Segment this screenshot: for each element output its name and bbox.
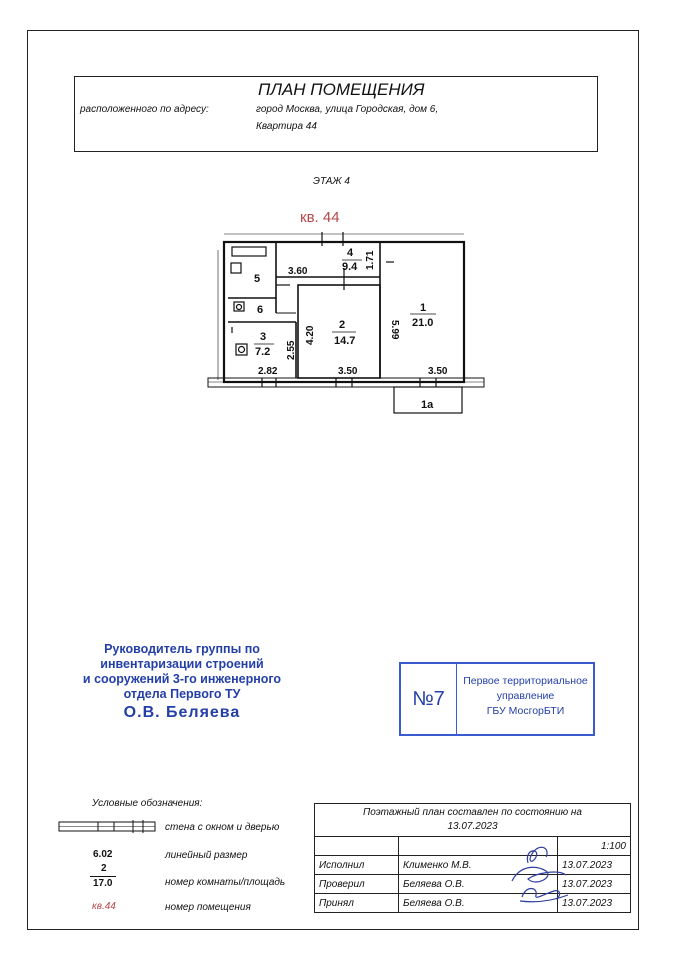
row-role: Принял [314, 893, 399, 913]
room-2-walls [297, 284, 381, 379]
room-1-area: 21.0 [412, 317, 433, 329]
page-frame [27, 30, 639, 930]
legend-room-divider [90, 876, 116, 877]
table-row: Принял Беляева О.В. 13.07.2023 [314, 893, 631, 913]
table-header-date: 13.07.2023 [447, 821, 498, 832]
room-4-area: 9.4 [342, 261, 358, 273]
signatory-line3: и сооружений 3-го инженерного [82, 672, 282, 686]
room-1-number: 1 [420, 302, 426, 314]
signatory-line1: Руководитель группы по [104, 642, 260, 656]
legend-apt-value: кв.44 [92, 901, 116, 912]
room-2-number: 2 [339, 319, 345, 331]
balcony-1a [393, 386, 463, 414]
table-header-text: Поэтажный план составлен по состоянию на [363, 807, 582, 818]
stamp-line2: управление [496, 690, 555, 702]
bti-stamp: №7 Первое территориальное управление ГБУ… [399, 662, 595, 736]
legend-wall-text: стена с окном и дверью [165, 822, 280, 833]
floor-label: ЭТАЖ 4 [313, 176, 350, 187]
room-3-number: 3 [260, 331, 266, 343]
dim-2-55: 2.55 [286, 340, 297, 360]
dim-2-82: 2.82 [258, 366, 278, 377]
room-6-number: 6 [257, 304, 263, 316]
table-row: Проверил Беляева О.В. 13.07.2023 [314, 874, 631, 894]
row-date: 13.07.2023 [557, 893, 631, 913]
table-header: Поэтажный план составлен по состоянию на… [314, 803, 631, 837]
room-3-area: 7.2 [255, 346, 270, 358]
room-4-number: 4 [347, 247, 354, 259]
stamp-number: №7 [401, 664, 457, 734]
legend-dim-value: 6.02 [93, 849, 113, 860]
signatory-line2: инвентаризации строений [100, 657, 264, 671]
stamp-text: Первое территориальное управление ГБУ Мо… [458, 674, 593, 719]
legend-room-text: номер комнаты/площадь [165, 877, 286, 888]
bathtub-icon [231, 246, 267, 257]
toilet-icon [233, 301, 245, 312]
stamp-line3: ГБУ МосгорБТИ [486, 705, 565, 717]
stove-icon [235, 343, 248, 356]
signatory-line4: отдела Первого ТУ [123, 687, 241, 701]
row-name: Беляева О.В. [398, 893, 558, 913]
dim-5-99: 5.99 [389, 320, 400, 340]
sink-icon [230, 262, 242, 274]
legend-apt-text: номер помещения [165, 902, 251, 913]
dim-3-50-a: 3.50 [338, 366, 358, 377]
plan-title: ПЛАН ПОМЕЩЕНИЯ [258, 80, 425, 99]
dim-3-60: 3.60 [288, 266, 308, 277]
row-role: Исполнил [314, 855, 399, 875]
legend-room-num: 2 [101, 863, 107, 874]
legend-room-area: 17.0 [93, 878, 113, 889]
stamp-line1: Первое территориальное [463, 675, 588, 687]
legend-dim-text: линейный размер [165, 850, 248, 861]
address-label: расположенного по адресу: [80, 104, 209, 115]
handwritten-signatures [511, 846, 569, 903]
signatory-name: О.В. Беляева [123, 704, 241, 721]
dim-1-71: 1.71 [365, 250, 376, 270]
legend-title: Условные обозначения: [92, 798, 203, 809]
signature-table: Поэтажный план составлен по состоянию на… [314, 803, 631, 913]
dim-4-20: 4.20 [305, 325, 316, 345]
address-line2: Квартира 44 [256, 121, 317, 132]
address-line1: город Москва, улица Городская, дом 6, [256, 104, 439, 115]
apartment-label: кв. 44 [300, 209, 340, 226]
row-role: Проверил [314, 874, 399, 894]
room-2-area: 14.7 [334, 335, 355, 347]
table-blank [314, 836, 399, 856]
room-1a-number: 1а [421, 399, 434, 411]
room-5-number: 5 [254, 273, 260, 285]
signatory-block: Руководитель группы по инвентаризации ст… [62, 642, 302, 721]
title-box [74, 76, 598, 152]
wall-legend-icon [58, 820, 156, 833]
dim-3-50-b: 3.50 [428, 366, 448, 377]
table-row: Исполнил Клименко М.В. 13.07.2023 [314, 855, 631, 875]
